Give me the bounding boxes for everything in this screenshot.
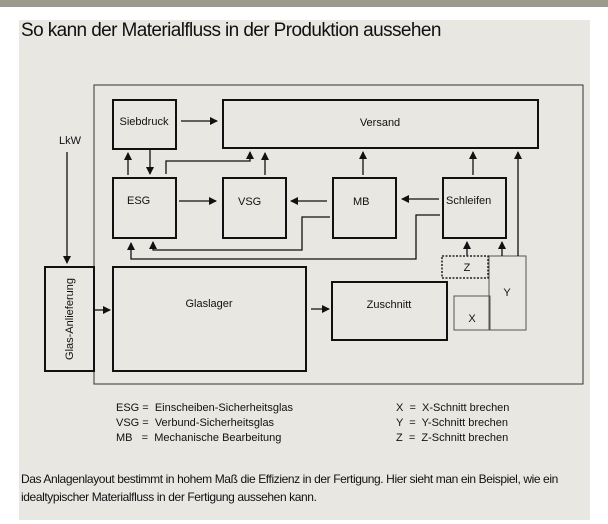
vsg-label: VSG bbox=[238, 196, 261, 208]
legend-item: Z = Z-Schnitt brechen bbox=[396, 432, 509, 444]
flow-arrows bbox=[63, 117, 522, 314]
glas-anlieferung-box bbox=[44, 266, 95, 372]
siebdruck-box bbox=[112, 99, 177, 150]
glaslager-label: Glaslager bbox=[185, 298, 232, 310]
z-box bbox=[441, 255, 489, 279]
glas-anlieferung-label: Glas-Anlieferung bbox=[64, 278, 76, 360]
mb-label: MB bbox=[353, 196, 370, 208]
legend-item: MB = Mechanische Bearbeitung bbox=[116, 432, 282, 444]
esg-box bbox=[112, 177, 177, 239]
legend-item: Y = Y-Schnitt brechen bbox=[396, 417, 509, 429]
legend-item: ESG = Einscheiben-Sicherheitsglas bbox=[116, 402, 294, 414]
esg-label: ESG bbox=[127, 195, 150, 207]
top-bar bbox=[0, 0, 608, 7]
zuschnitt-box bbox=[331, 281, 448, 341]
legend-right: X = X-Schnitt brechen Y = Y-Schnitt brech… bbox=[396, 401, 509, 446]
siebdruck-label: Siebdruck bbox=[120, 116, 169, 128]
schleifen-label: Schleifen bbox=[446, 195, 491, 207]
content-panel bbox=[19, 20, 590, 520]
legend-item: X = X-Schnitt brechen bbox=[396, 402, 510, 414]
y-box bbox=[488, 255, 527, 331]
legend-item: VSG = Verbund-Sicherheitsglas bbox=[116, 417, 275, 429]
zuschnitt-label: Zuschnitt bbox=[367, 299, 412, 311]
description-paragraph: Das Anlagenlayout bestimmt in hohem Maß … bbox=[21, 472, 558, 504]
page-title: So kann der Materialfluss in der Produkt… bbox=[21, 20, 441, 41]
lkw-label: LkW bbox=[59, 135, 82, 147]
x-label: X bbox=[468, 313, 476, 325]
versand-box bbox=[222, 99, 539, 149]
schleifen-box bbox=[442, 177, 507, 239]
versand-label: Versand bbox=[360, 117, 400, 129]
mb-box bbox=[332, 177, 397, 239]
x-box bbox=[453, 295, 491, 331]
y-label: Y bbox=[503, 287, 511, 299]
factory-frame bbox=[93, 84, 584, 385]
glaslager-box bbox=[112, 266, 307, 372]
vsg-box bbox=[222, 177, 287, 239]
z-label: Z bbox=[464, 262, 471, 274]
